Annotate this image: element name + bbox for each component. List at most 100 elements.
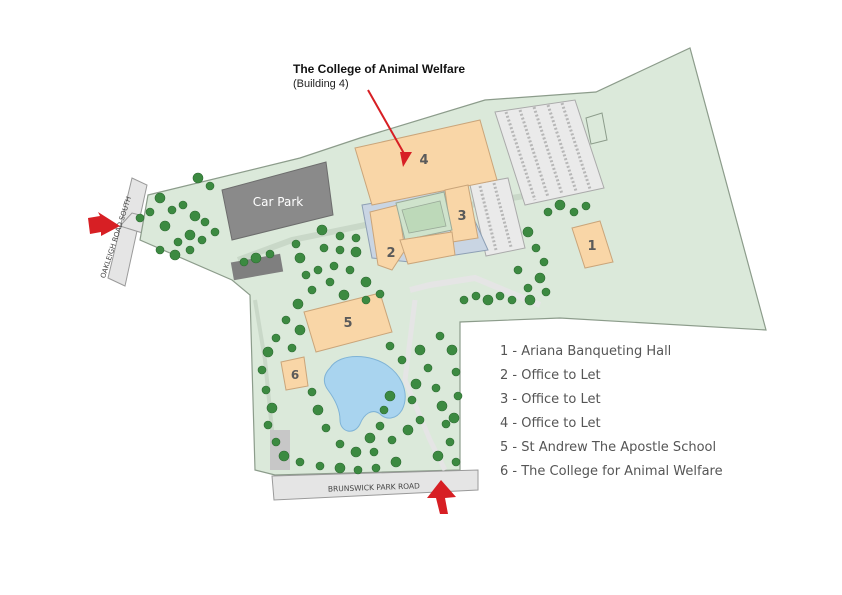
tree [451, 367, 461, 377]
tree [471, 291, 481, 301]
car-park-label: Car Park [253, 195, 303, 209]
tree [435, 331, 445, 341]
legend-item-3: 3 - Office to Let [500, 392, 601, 407]
tree [167, 205, 177, 215]
tree [451, 457, 461, 467]
building-callout: The College of Animal Welfare (Building … [293, 62, 465, 90]
tree [441, 419, 451, 429]
building-link [399, 231, 456, 265]
tree [325, 277, 335, 287]
tree [335, 245, 345, 255]
tree [265, 249, 275, 259]
tree [360, 276, 372, 288]
tree [379, 405, 389, 415]
tree [445, 437, 455, 447]
tree [145, 207, 155, 217]
tree [210, 227, 220, 237]
tree [192, 172, 204, 184]
tree [250, 252, 262, 264]
legend-item-4: 4 - Office to Let [500, 416, 601, 431]
tree [350, 446, 362, 458]
tree [189, 210, 201, 222]
callout-subtitle: (Building 4) [293, 78, 349, 90]
tree [369, 447, 379, 457]
building-1-number: 1 [587, 239, 596, 254]
callout-title: The College of Animal Welfare [293, 62, 466, 76]
entrance-arrow-west [88, 212, 120, 236]
tree [543, 207, 553, 217]
small-structure [585, 112, 608, 145]
building-2-number: 2 [386, 246, 395, 261]
legend-item-5: 5 - St Andrew The Apostle School [500, 440, 717, 455]
tree [301, 270, 311, 280]
tree [534, 272, 546, 284]
tree [410, 378, 422, 390]
tree [524, 294, 536, 306]
tree [407, 395, 417, 405]
building-1 [571, 220, 614, 269]
tree [184, 229, 196, 241]
building-4 [354, 119, 498, 206]
tree [482, 294, 494, 306]
car-park-main: Car Park [221, 161, 334, 241]
callout-arrow [367, 89, 412, 167]
building-6-number: 6 [291, 368, 299, 382]
tree [513, 265, 523, 275]
tree [335, 439, 345, 449]
tree [200, 217, 210, 227]
legend-item-6: 6 - The College for Animal Welfare [500, 464, 723, 479]
tree [446, 344, 458, 356]
tree [554, 199, 566, 211]
tree [338, 289, 350, 301]
building-4-number: 4 [419, 153, 428, 168]
tree [294, 252, 306, 264]
tree [262, 346, 274, 358]
tree [415, 415, 425, 425]
tree [154, 192, 166, 204]
tree [361, 295, 371, 305]
south-road-label: BRUNSWICK PARK ROAD [328, 481, 420, 493]
tree [178, 200, 188, 210]
tree [431, 383, 441, 393]
tree [432, 450, 444, 462]
tree [448, 412, 460, 424]
entrance-arrow-south [427, 480, 456, 514]
tree [271, 437, 281, 447]
tree [307, 387, 317, 397]
courtyard-lawn [401, 200, 447, 234]
tree [307, 285, 317, 295]
tree [312, 404, 324, 416]
tree [495, 291, 505, 301]
building-5-number: 5 [343, 316, 352, 331]
tree [371, 463, 381, 473]
tree [266, 402, 278, 414]
tree [397, 355, 407, 365]
tree [261, 385, 271, 395]
tree [329, 261, 339, 271]
tree [271, 333, 281, 343]
tree [169, 249, 181, 261]
tree [294, 324, 306, 336]
tree [507, 295, 517, 305]
tree [364, 432, 376, 444]
tree [539, 257, 549, 267]
tree [531, 243, 541, 253]
tree [334, 462, 346, 474]
trees [135, 172, 591, 475]
tree [459, 295, 469, 305]
tree [291, 239, 301, 249]
brunswick-park-road: BRUNSWICK PARK ROAD [271, 469, 479, 501]
tree [414, 344, 426, 356]
tree [197, 235, 207, 245]
tree [423, 363, 433, 373]
building-2 [369, 204, 406, 271]
tree [257, 365, 267, 375]
tree [135, 213, 145, 223]
tree [315, 461, 325, 471]
tree [287, 343, 297, 353]
buildings: 4 2 3 1 5 6 [280, 112, 614, 391]
tree [387, 435, 397, 445]
tree [155, 245, 165, 255]
tree [384, 390, 396, 402]
